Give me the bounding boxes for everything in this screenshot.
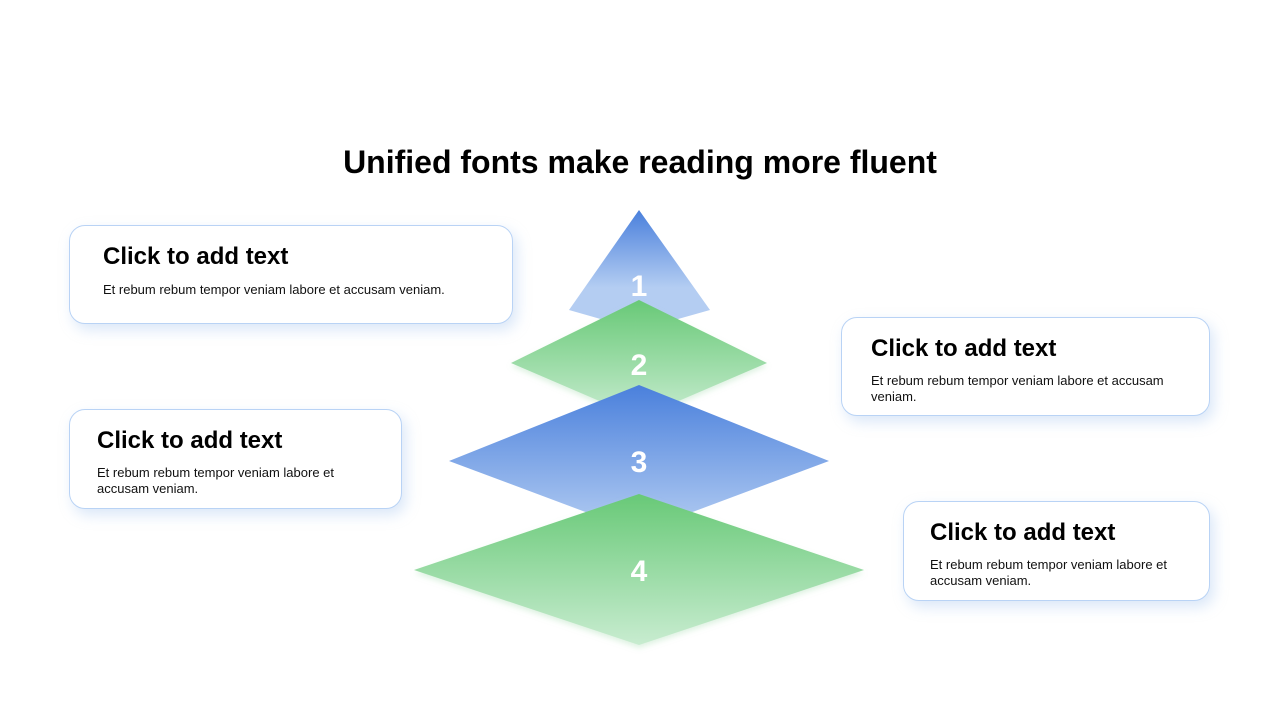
- tier-1[interactable]: 1: [569, 210, 710, 330]
- card-3-body[interactable]: Et rebum rebum tempor veniam labore et a…: [97, 465, 334, 496]
- tier-4-number: 4: [631, 555, 648, 588]
- card-4-heading[interactable]: Click to add text: [930, 519, 1116, 546]
- tier-3[interactable]: 3: [449, 385, 829, 532]
- card-2-heading[interactable]: Click to add text: [871, 335, 1057, 362]
- tier-4[interactable]: 4: [414, 494, 864, 645]
- text-card-3[interactable]: Click to add text Et rebum rebum tempor …: [69, 409, 402, 509]
- text-card-4[interactable]: Click to add text Et rebum rebum tempor …: [903, 501, 1210, 601]
- tier-3-shape: [449, 385, 829, 532]
- tier-1-shape: [569, 210, 710, 330]
- tier-2-shape: [511, 300, 767, 418]
- slide-title[interactable]: Unified fonts make reading more fluent: [343, 144, 937, 180]
- tier-1-number: 1: [631, 270, 648, 303]
- tier-2[interactable]: 2: [511, 300, 767, 418]
- text-card-1[interactable]: Click to add text Et rebum rebum tempor …: [69, 225, 513, 324]
- card-3-heading[interactable]: Click to add text: [97, 427, 283, 454]
- tier-4-shape: [414, 494, 864, 645]
- tier-2-number: 2: [631, 349, 648, 382]
- card-4-body[interactable]: Et rebum rebum tempor veniam labore et a…: [930, 557, 1167, 588]
- card-1-body[interactable]: Et rebum rebum tempor veniam labore et a…: [103, 282, 445, 297]
- card-2-body[interactable]: Et rebum rebum tempor veniam labore et a…: [871, 373, 1164, 404]
- text-card-2[interactable]: Click to add text Et rebum rebum tempor …: [841, 317, 1210, 416]
- tier-3-number: 3: [631, 446, 648, 479]
- card-1-heading[interactable]: Click to add text: [103, 243, 289, 270]
